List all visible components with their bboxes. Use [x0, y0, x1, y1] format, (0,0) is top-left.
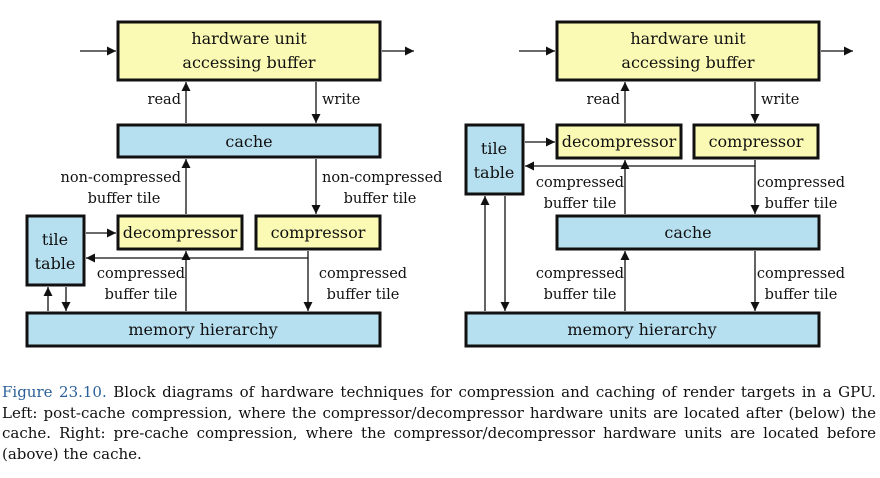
- right-tile-table-line2: table: [474, 163, 515, 182]
- left-tile-table-box: [25, 214, 86, 287]
- right-memory-label: memory hierarchy: [567, 320, 716, 339]
- left-comp-left-line1: compressed: [97, 266, 185, 282]
- caption-text: Block diagrams of hardware techniques fo…: [2, 383, 876, 463]
- right-cache-box: [555, 214, 821, 251]
- right-comp-lower-right-line1: compressed: [757, 266, 845, 282]
- right-hardware-unit-line2: accessing buffer: [621, 53, 754, 72]
- left-hardware-unit-line2: accessing buffer: [182, 53, 315, 72]
- left-noncomp-left-line2: buffer tile: [88, 191, 161, 207]
- right-decompressor-box: [555, 123, 683, 160]
- right-write-label: write: [761, 92, 799, 108]
- right-hardware-unit-line1: hardware unit: [630, 29, 746, 48]
- right-comp-lower-left-line2: buffer tile: [544, 287, 617, 303]
- right-hardware-unit-box: [555, 20, 821, 82]
- left-comp-to-tile-arrow: [86, 251, 309, 263]
- left-diagram: hardware unit accessing buffer cache dec…: [25, 20, 442, 348]
- right-read-label: read: [587, 92, 620, 108]
- left-decompressor-label: decompressor: [123, 223, 238, 242]
- right-memory-box: [464, 311, 821, 348]
- block-diagram: hardware unit accessing buffer cache dec…: [25, 20, 853, 348]
- left-noncomp-right-line2: buffer tile: [344, 191, 417, 207]
- left-comp-right-line1: compressed: [319, 266, 407, 282]
- left-noncomp-left-line1: non-compressed: [61, 170, 181, 186]
- right-comp-lower-left-line1: compressed: [536, 266, 624, 282]
- left-decompressor-box: [116, 214, 244, 251]
- right-compressor-box: [692, 123, 820, 160]
- left-read-label: read: [148, 92, 181, 108]
- left-tile-table-line1: tile: [42, 230, 68, 249]
- left-cache-box: [116, 123, 382, 159]
- right-compressor-label: compressor: [709, 132, 804, 151]
- right-comp-upper-left-line2: buffer tile: [544, 196, 617, 212]
- right-cache-label: cache: [664, 223, 711, 242]
- left-compressor-box: [254, 214, 382, 251]
- left-comp-right-line2: buffer tile: [327, 287, 400, 303]
- figure-caption: Figure 23.10. Block diagrams of hardware…: [2, 382, 876, 464]
- left-hardware-unit-box: [116, 20, 382, 82]
- right-tile-table-line1: tile: [481, 139, 507, 158]
- left-compressor-label: compressor: [271, 223, 366, 242]
- right-comp-upper-left-line1: compressed: [536, 175, 624, 191]
- left-memory-box: [25, 311, 382, 348]
- left-memory-label: memory hierarchy: [128, 320, 277, 339]
- right-comp-upper-right-line1: compressed: [757, 175, 845, 191]
- left-write-label: write: [322, 92, 360, 108]
- left-comp-left-line2: buffer tile: [105, 287, 178, 303]
- left-cache-label: cache: [225, 132, 272, 151]
- right-comp-to-tile-arrow: [525, 160, 756, 171]
- right-decompressor-label: decompressor: [562, 132, 677, 151]
- figure-label: Figure 23.10.: [2, 383, 107, 401]
- right-comp-upper-right-line2: buffer tile: [765, 196, 838, 212]
- left-hardware-unit-line1: hardware unit: [191, 29, 307, 48]
- right-diagram: hardware unit accessing buffer decompres…: [464, 20, 853, 348]
- right-comp-lower-right-line2: buffer tile: [765, 287, 838, 303]
- left-tile-table-line2: table: [35, 254, 76, 273]
- right-tile-table-box: [464, 123, 525, 196]
- left-noncomp-right-line1: non-compressed: [322, 170, 442, 186]
